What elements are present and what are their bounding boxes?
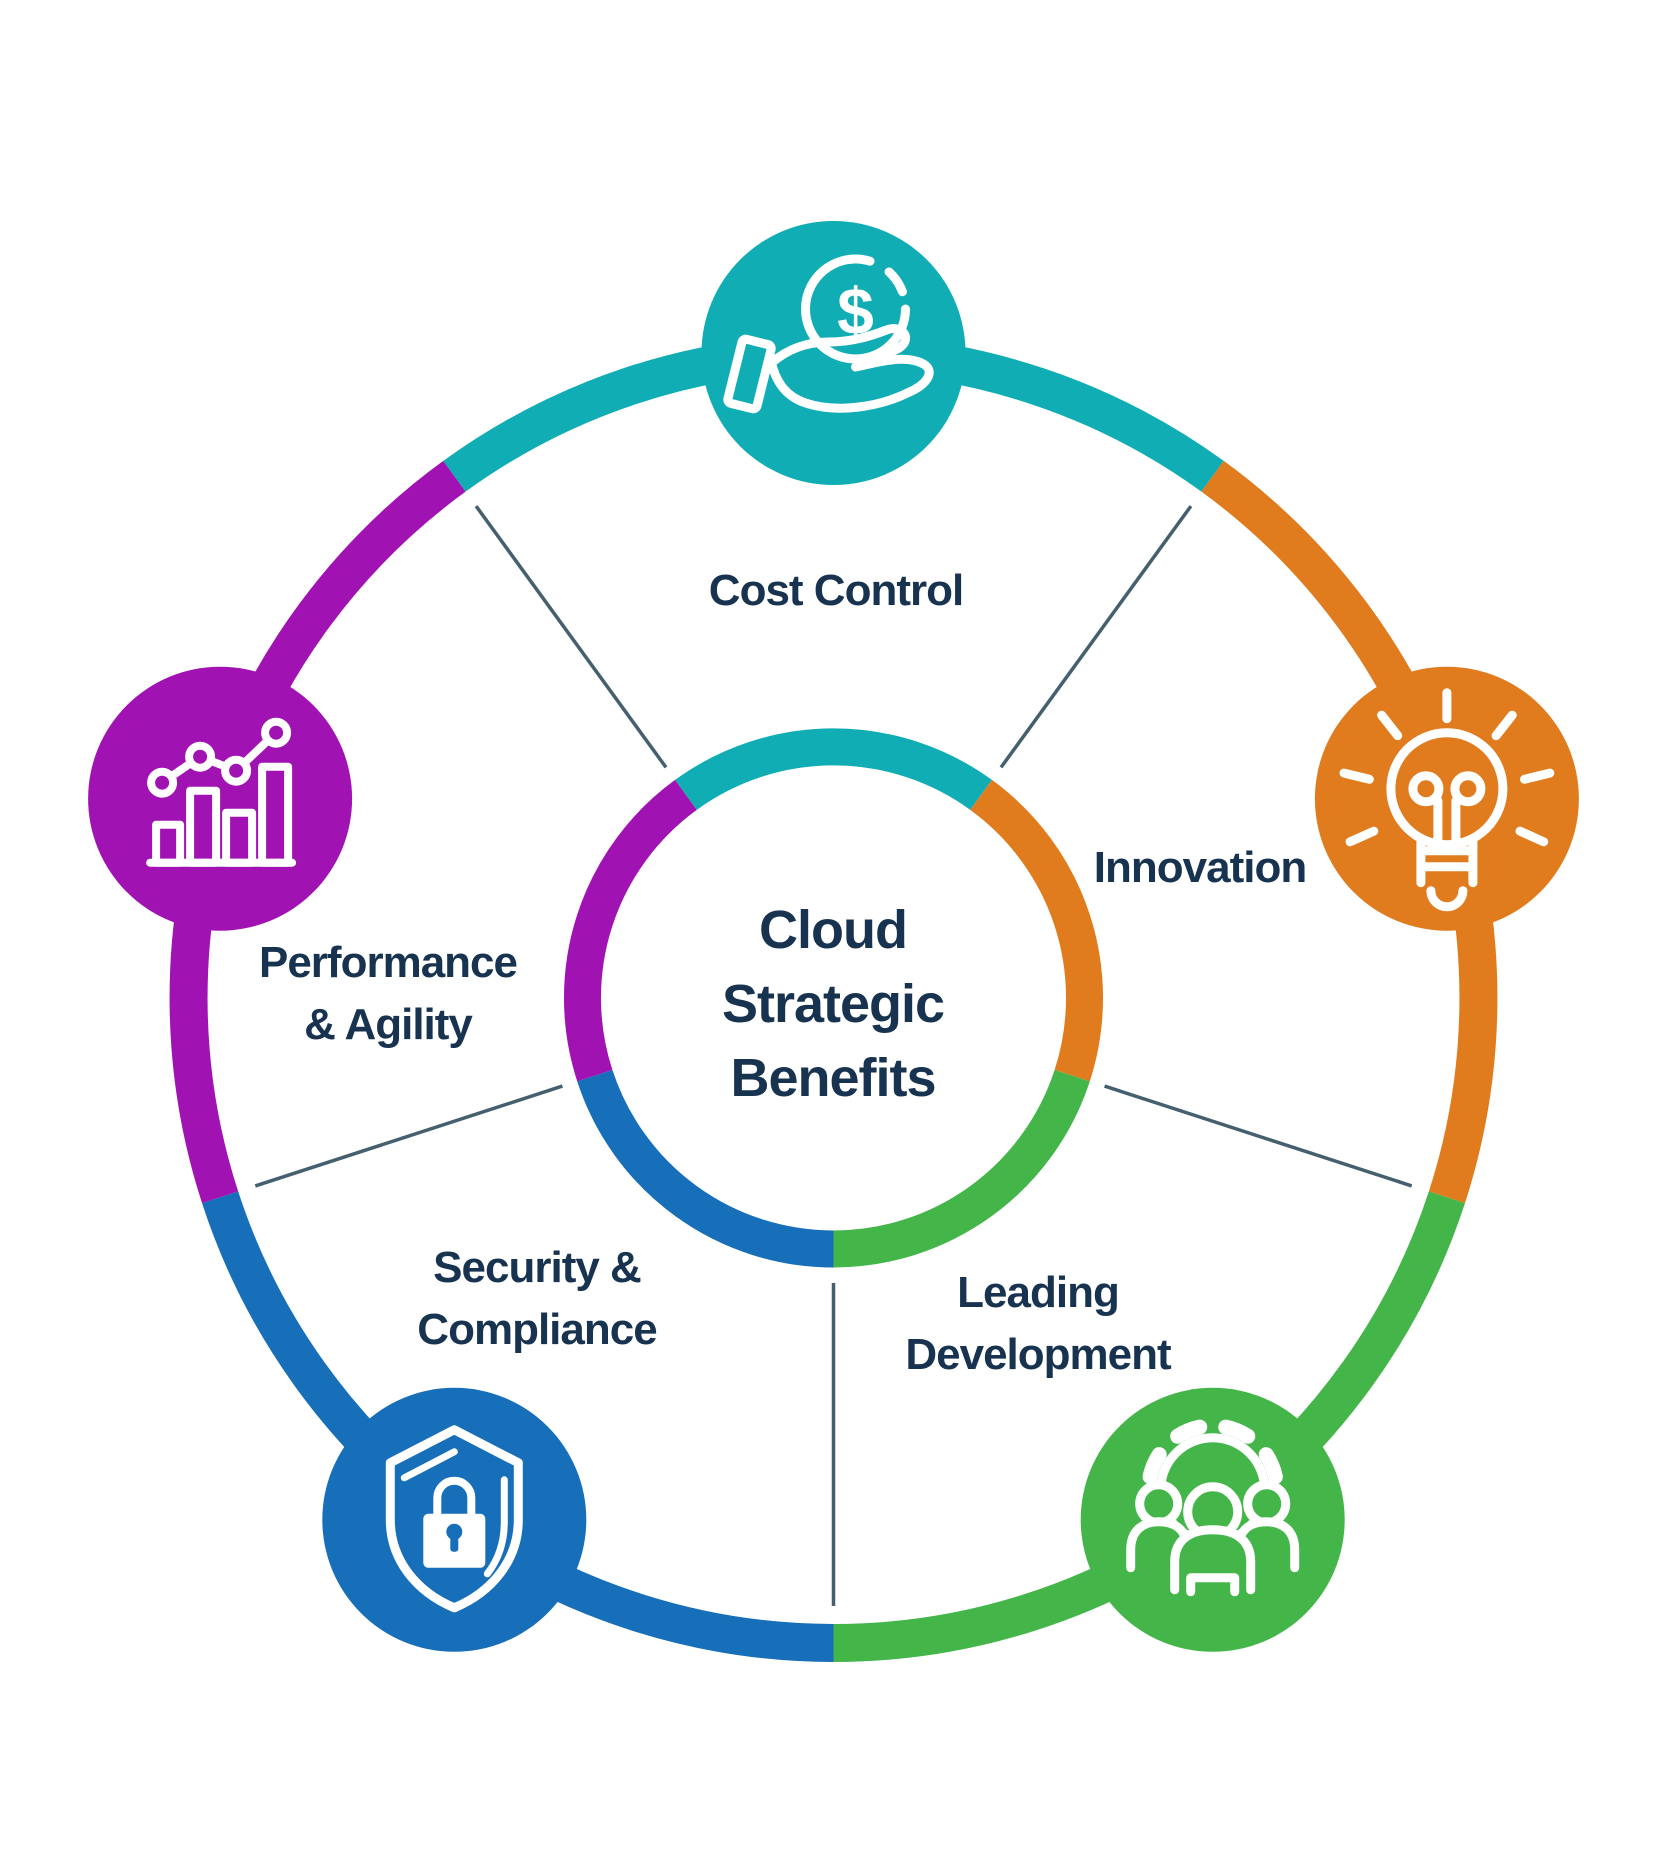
filament-loop — [1408, 771, 1444, 807]
bulb-base — [1416, 834, 1478, 912]
lock-shackle — [433, 1476, 476, 1518]
trend-point — [221, 755, 252, 786]
trend-line — [158, 728, 281, 787]
bar-chart-icon — [146, 717, 297, 867]
label-innovation: Innovation — [1093, 843, 1307, 892]
hand-coin-icon: $ — [723, 254, 934, 414]
shield-outline — [385, 1425, 523, 1613]
label-security-compliance: Security & Compliance — [417, 1243, 657, 1354]
trend-point — [147, 767, 178, 798]
team-gear-icon — [1126, 1418, 1300, 1597]
spoke-line — [474, 505, 668, 769]
person-head-left — [1135, 1480, 1183, 1528]
shield-lock-icon — [385, 1425, 523, 1613]
shield-accent-right — [483, 1476, 508, 1578]
chart-bar — [186, 786, 221, 867]
chart-bar — [222, 808, 257, 867]
shield-accent-left — [400, 1448, 458, 1482]
trend-point — [185, 741, 216, 772]
spoke-line — [1104, 1084, 1413, 1188]
filament-stems — [1433, 796, 1461, 848]
label-cost-control: Cost Control — [708, 566, 964, 615]
trend-point — [261, 717, 292, 748]
center-title: Cloud Strategic Benefits — [721, 900, 945, 1108]
label-leading-development: Leading Development — [905, 1268, 1171, 1379]
hub-segment-innovation — [970, 779, 1104, 1082]
label-performance-agility: Performance & Agility — [258, 938, 518, 1049]
shirt-hem — [1186, 1573, 1240, 1597]
chart-bar — [152, 820, 185, 867]
spoke-line — [999, 505, 1193, 769]
person-head-right — [1243, 1480, 1291, 1528]
hub-segment-performance-agility — [563, 779, 697, 1082]
bulb-glass — [1386, 728, 1508, 850]
hub-segment-security-compliance — [577, 1069, 834, 1268]
hand-outline — [767, 324, 934, 413]
divider-spokes — [254, 505, 1413, 1606]
hub-segment-cost-control — [675, 728, 992, 810]
hand-cuff — [723, 334, 776, 414]
node-innovation — [1314, 666, 1579, 931]
spoke-line — [254, 1084, 563, 1188]
inner-hub-ring — [563, 728, 1104, 1268]
hub-segment-leading-development — [833, 1069, 1090, 1268]
chart-bar — [258, 762, 293, 867]
keyhole-stem — [450, 1533, 459, 1552]
keyhole-circle — [446, 1523, 463, 1540]
lightbulb-icon — [1339, 688, 1555, 912]
coin-circle — [801, 254, 910, 364]
filament-loop — [1450, 771, 1486, 807]
light-rays — [1339, 688, 1555, 847]
